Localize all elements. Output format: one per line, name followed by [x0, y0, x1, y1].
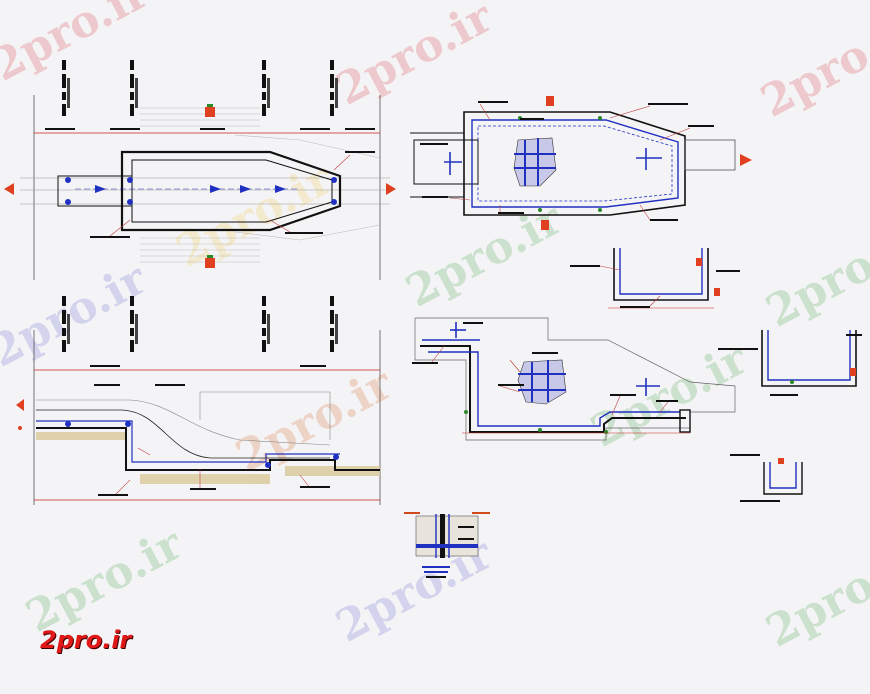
elevation-marker-text — [267, 78, 270, 108]
elevation-marker — [62, 74, 66, 88]
elevation-marker — [262, 296, 266, 306]
joint-detail — [404, 512, 490, 578]
longitudinal-section — [16, 296, 381, 505]
elevation-marker — [130, 104, 134, 116]
elevation-marker — [62, 92, 66, 100]
elevation-marker — [62, 310, 66, 324]
brand-logo: 2pro.ir — [40, 626, 132, 654]
elevation-marker — [262, 104, 266, 116]
elevation-marker — [130, 340, 134, 352]
elevation-marker — [262, 92, 266, 100]
elevation-marker — [262, 328, 266, 336]
elevation-marker — [330, 340, 334, 352]
elevation-marker — [330, 92, 334, 100]
reinforcement-plan — [410, 96, 752, 230]
elevation-marker — [330, 74, 334, 88]
cross-section-a — [570, 248, 740, 309]
elevation-marker — [130, 60, 134, 70]
elevation-marker — [262, 74, 266, 88]
elevation-marker — [130, 328, 134, 336]
elevation-marker — [330, 310, 334, 324]
plan-view — [4, 60, 396, 280]
elevation-marker-text — [135, 314, 138, 344]
elevation-marker — [262, 310, 266, 324]
elevation-marker — [330, 60, 334, 70]
elevation-marker — [130, 296, 134, 306]
elevation-marker — [262, 340, 266, 352]
elevation-marker — [262, 60, 266, 70]
elevation-marker-text — [67, 314, 70, 344]
elevation-marker — [62, 328, 66, 336]
elevation-marker-text — [335, 78, 338, 108]
elevation-marker-text — [267, 314, 270, 344]
elevation-marker-text — [135, 78, 138, 108]
elevation-marker — [130, 310, 134, 324]
elevation-marker — [62, 340, 66, 352]
elevation-marker — [130, 74, 134, 88]
elevation-marker — [330, 296, 334, 306]
cross-section-c — [730, 454, 803, 502]
elevation-marker-text — [67, 78, 70, 108]
reinforcement-section — [412, 317, 736, 441]
elevation-marker — [330, 104, 334, 116]
cross-section-b — [718, 330, 862, 396]
elevation-marker — [130, 92, 134, 100]
elevation-marker-text — [335, 314, 338, 344]
elevation-marker — [62, 104, 66, 116]
elevation-marker — [62, 60, 66, 70]
elevation-marker — [330, 328, 334, 336]
elevation-marker — [62, 296, 66, 306]
